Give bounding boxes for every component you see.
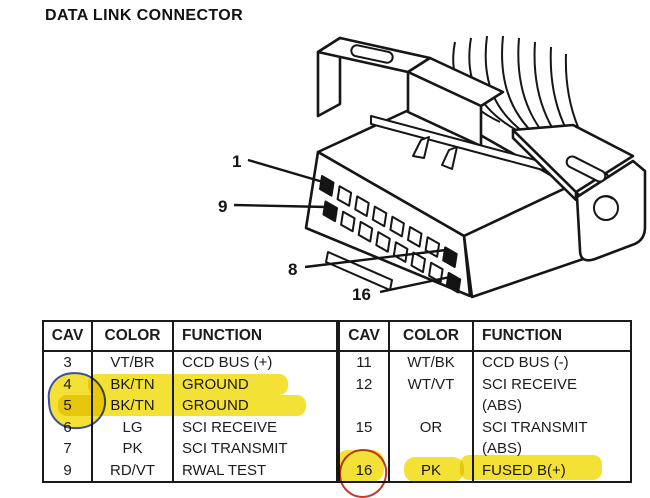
color-cell: BK/TN: [93, 373, 174, 395]
function-cell: CCD BUS (+): [182, 354, 273, 372]
cav-cell: [340, 438, 390, 460]
header-color: COLOR: [93, 322, 174, 352]
function-cell: (ABS): [482, 440, 523, 458]
pin-row-bottom: [322, 200, 462, 294]
color-cell: WT/VT: [390, 373, 474, 395]
header-function: FUNCTION: [474, 322, 630, 352]
function-cell: SCI TRANSMIT: [482, 418, 588, 436]
cav-cell: 12: [340, 373, 390, 395]
pin-table-right: CAV COLOR FUNCTION 11 WT/BK CCD BUS (-) …: [338, 320, 632, 483]
callout-pin-8: 8: [288, 260, 297, 279]
cav-cell: 3: [44, 352, 93, 374]
color-cell: VT/BR: [93, 352, 174, 374]
function-cell: SCI RECEIVE: [482, 375, 578, 393]
pin-8: [442, 246, 458, 268]
function-cell: RWAL TEST: [182, 461, 267, 479]
color-cell: LG: [93, 416, 174, 438]
cav-cell: 9: [44, 459, 93, 481]
color-cell: BK/TN: [93, 395, 174, 417]
upper-bracket: [316, 36, 505, 148]
color-cell: PK: [390, 459, 474, 481]
color-cell: OR: [390, 416, 474, 438]
mounting-bracket: [511, 123, 647, 262]
cav-cell: 11: [340, 352, 390, 374]
pin-1: [319, 175, 335, 197]
function-cell: CCD BUS (-): [482, 354, 569, 372]
function-cell: GROUND: [182, 397, 249, 415]
header-function: FUNCTION: [174, 322, 336, 352]
header-cav: CAV: [340, 322, 390, 352]
cav-cell: 7: [44, 438, 93, 460]
function-cell: GROUND: [182, 375, 249, 393]
callout-pin-16: 16: [352, 285, 371, 304]
color-cell: [390, 438, 474, 460]
callout-pin-1: 1: [232, 152, 241, 171]
header-color: COLOR: [390, 322, 474, 352]
color-cell: [390, 395, 474, 417]
page-title: DATA LINK CONNECTOR: [45, 7, 244, 24]
bracket-slot-2: [565, 155, 607, 183]
connector-diagram: 1 9 8 16: [218, 35, 647, 304]
cav-cell: 15: [340, 416, 390, 438]
pin-table-left: CAV COLOR FUNCTION 3 VT/BR CCD BUS (+) 4…: [42, 320, 338, 483]
cav-cell: [340, 395, 390, 417]
callout-pin-9: 9: [218, 197, 227, 216]
function-cell: SCI TRANSMIT: [182, 440, 288, 458]
function-cell: (ABS): [482, 397, 523, 415]
bracket-slot: [350, 44, 394, 64]
cav-cell: 16: [340, 459, 390, 481]
pin-row-top: [319, 175, 458, 268]
cav-cell: 4: [44, 373, 93, 395]
function-cell: SCI RECEIVE: [182, 418, 278, 436]
cav-cell: 6: [44, 416, 93, 438]
callouts: 1 9 8 16: [218, 152, 451, 304]
color-cell: RD/VT: [93, 459, 174, 481]
color-cell: PK: [93, 438, 174, 460]
function-cell: FUSED B(+): [482, 461, 566, 479]
cav-cell: 5: [44, 395, 93, 417]
header-cav: CAV: [44, 322, 93, 352]
color-cell: WT/BK: [390, 352, 474, 374]
harness-rod: [370, 115, 544, 171]
